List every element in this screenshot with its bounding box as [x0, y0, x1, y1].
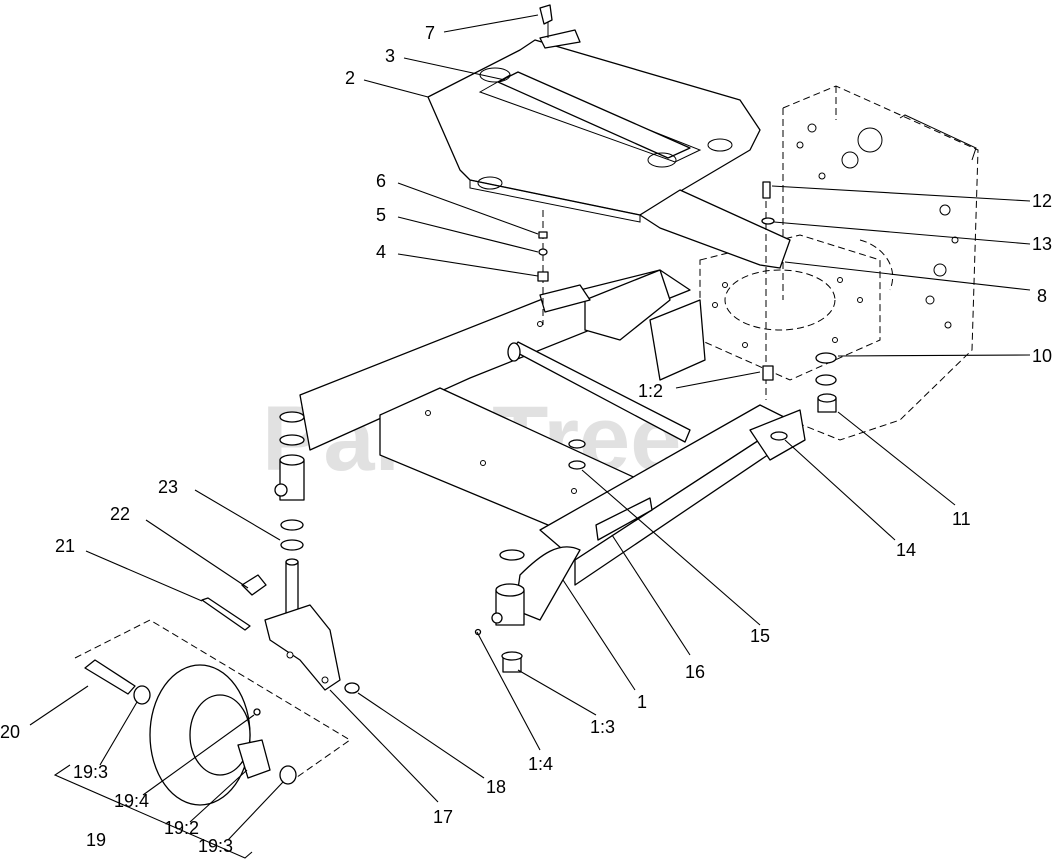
- main-frame: [299, 269, 806, 621]
- callout-labels: 7 3 2 6 5 4 12 13 8 10 1:2 11 14 15 16 1…: [0, 23, 1052, 856]
- callout-1-3: 1:3: [590, 717, 615, 737]
- callout-12: 12: [1032, 191, 1052, 211]
- left-spindle-housing: [274, 411, 305, 551]
- callout-2: 2: [345, 68, 355, 88]
- right-spindle-housing: [474, 549, 525, 673]
- callout-4: 4: [376, 242, 386, 262]
- callout-23: 23: [158, 477, 178, 497]
- leader-lines: [29, 14, 1031, 841]
- callout-19-2: 19:2: [164, 818, 199, 838]
- callout-1-4: 1:4: [528, 754, 553, 774]
- callout-7: 7: [425, 23, 435, 43]
- callout-6: 6: [376, 171, 386, 191]
- callout-8: 8: [1037, 286, 1047, 306]
- callout-10: 10: [1032, 346, 1052, 366]
- bracket-19: [53, 764, 253, 859]
- callout-19-4: 19:4: [114, 791, 149, 811]
- callout-19-3-b: 19:3: [198, 836, 233, 856]
- hardware-stack-left: [537, 210, 549, 325]
- callout-1: 1: [637, 692, 647, 712]
- mounting-plate: [699, 234, 881, 381]
- lock-pin-7: [539, 4, 553, 38]
- callout-14: 14: [896, 540, 916, 560]
- callout-13: 13: [1032, 234, 1052, 254]
- callout-22: 22: [110, 504, 130, 524]
- callout-17: 17: [433, 807, 453, 827]
- callout-3: 3: [385, 46, 395, 66]
- hardware-21-22: [201, 574, 360, 694]
- callout-16: 16: [685, 662, 705, 682]
- callout-1-2: 1:2: [638, 381, 663, 401]
- caster-fork-17: [264, 558, 341, 691]
- callout-11: 11: [952, 509, 971, 529]
- callout-19-3-a: 19:3: [73, 762, 108, 782]
- callout-18: 18: [486, 777, 506, 797]
- chassis-outline: [782, 85, 979, 441]
- callout-21: 21: [55, 536, 75, 556]
- hinge-bar-8: [639, 189, 791, 269]
- callout-20: 20: [0, 722, 20, 742]
- callout-19: 19: [86, 830, 106, 850]
- callout-15: 15: [750, 626, 770, 646]
- seat-plate: [427, 29, 761, 223]
- caster-wheel-19: [74, 619, 351, 806]
- callout-5: 5: [376, 205, 386, 225]
- hardware-stack-right: [568, 181, 837, 470]
